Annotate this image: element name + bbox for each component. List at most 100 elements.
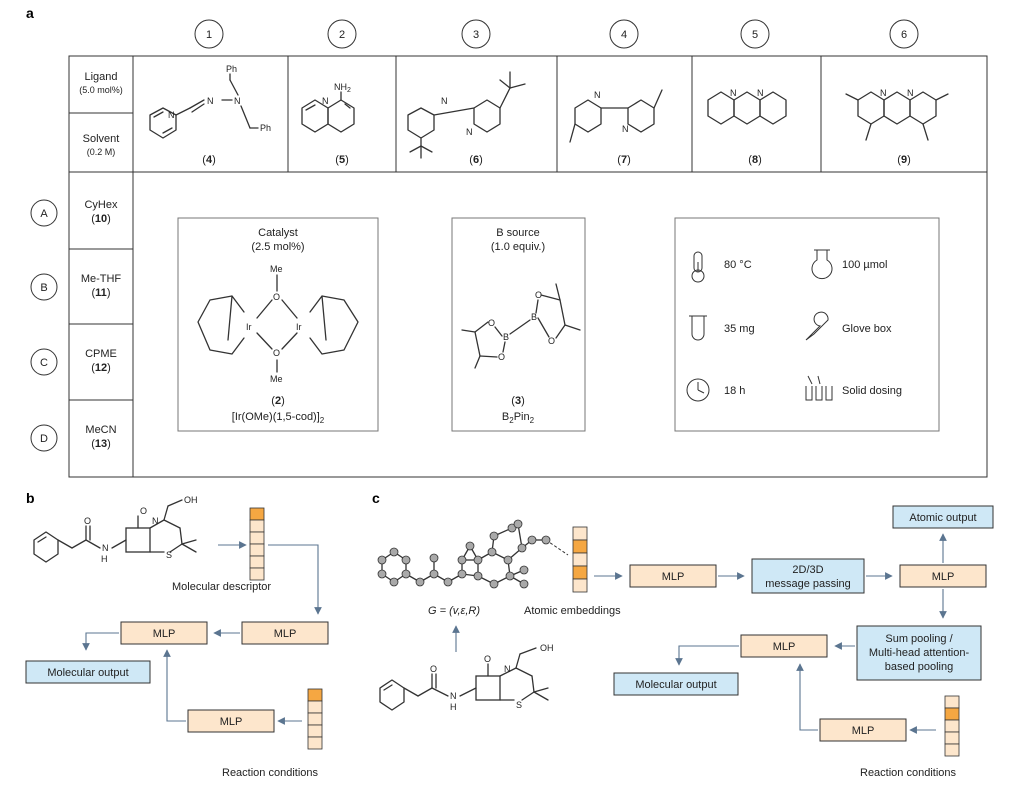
atom-label: O	[498, 352, 505, 362]
panel-c-molecule: O OH N S O N H	[379, 643, 554, 712]
panel-a-letter: a	[26, 5, 34, 21]
atom-label: O	[84, 516, 91, 526]
ligand-number-circles: 1 2 3 4 5 6	[194, 19, 919, 49]
condition-time: 18 h	[724, 385, 745, 397]
solvent-header: Solvent	[83, 133, 120, 145]
arrow	[796, 663, 818, 731]
solvent-name: Me-THF	[81, 273, 122, 285]
arrow	[82, 632, 119, 651]
solvent-header-sub: (0.2 M)	[87, 147, 116, 157]
atom-label: S	[516, 700, 522, 710]
condition-temperature: 80 °C	[724, 259, 752, 271]
atom-label: Ir	[296, 322, 302, 332]
atomic-embeddings-label: Atomic embeddings	[524, 605, 621, 617]
wrench-icon	[805, 311, 829, 341]
mlp-label: MLP	[773, 641, 796, 653]
test-tube-icon	[689, 315, 707, 341]
atomic-output-box: Atomic output	[892, 505, 994, 529]
molecular-graph	[377, 519, 569, 589]
molecular-output-c: Molecular output	[613, 672, 739, 696]
conditions-box: 80 °C 100 µmol 35 mg Glove box 18 h	[674, 217, 940, 432]
panel-b-letter: b	[26, 490, 35, 506]
mlp-label: MLP	[220, 716, 243, 728]
ligand-number-6: 6	[889, 19, 919, 49]
reaction-conditions-label-c: Reaction conditions	[860, 767, 957, 779]
condition-environment: Glove box	[842, 323, 892, 335]
atom-label: N	[441, 96, 448, 106]
ligand-id: (8)	[748, 154, 761, 166]
atom-label: N	[152, 516, 159, 526]
boron-loading: (1.0 equiv.)	[491, 241, 545, 253]
solvent-row-b: B Me-THF (11)	[30, 273, 122, 301]
atom-label: Ph	[226, 64, 237, 74]
atom-label: O	[535, 290, 542, 300]
atom-label: N	[730, 88, 737, 98]
atom-label: OH	[184, 495, 198, 505]
ligand-header-sub: (5.0 mol%)	[79, 85, 123, 95]
panel-c-letter: c	[372, 490, 380, 506]
ligand-7-structure: N N (7)	[569, 89, 663, 166]
atom-label: Me	[270, 264, 283, 274]
atom-label: N	[907, 88, 914, 98]
ligand-number-label: 2	[339, 29, 345, 41]
message-passing-line1: 2D/3D	[792, 564, 823, 576]
atom-label: N	[880, 88, 887, 98]
atom-label: N	[757, 88, 764, 98]
catalyst-loading: (2.5 mol%)	[251, 241, 304, 253]
boron-id: (3)	[511, 395, 524, 407]
atom-label: O	[273, 292, 280, 302]
ligand-id: (5)	[335, 154, 348, 166]
atom-label: H	[101, 554, 108, 564]
ligand-number-label: 4	[621, 29, 627, 41]
boron-source-box: B source (1.0 equiv.) B B O O O O (3) B2…	[451, 217, 586, 432]
ligand-5-structure: N NH2 (5)	[301, 82, 355, 166]
molecular-descriptor-label: Molecular descriptor	[172, 581, 271, 593]
atom-label: N	[322, 96, 329, 106]
atom-label: OH	[540, 643, 554, 653]
atom-label: N	[622, 124, 629, 134]
message-passing-box: 2D/3D message passing	[751, 558, 865, 594]
atom-label: Ph	[260, 123, 271, 133]
ligand-number-label: 1	[206, 29, 212, 41]
catalyst-formula: [Ir(OMe)(1,5-cod)]2	[232, 411, 325, 425]
ligand-number-label: 5	[752, 29, 758, 41]
atom-label: O	[140, 506, 147, 516]
atom-label: B	[531, 312, 537, 322]
solvent-id: (12)	[91, 362, 111, 374]
arrow	[675, 645, 739, 666]
atomic-embeddings-vector	[572, 526, 588, 593]
atom-label: N	[466, 127, 473, 137]
ligand-9-structure: N N (9)	[845, 88, 949, 166]
graph-notation: G = (v,ε,R)	[428, 605, 480, 617]
ligand-4-structure: N N N Ph Ph (4)	[149, 64, 271, 166]
reaction-conditions-vector-b	[307, 688, 323, 750]
ligand-id: (4)	[202, 154, 215, 166]
boron-title: B source	[496, 227, 539, 239]
solvent-name: CPME	[85, 348, 117, 360]
mlp-box-b-left: MLP	[120, 621, 208, 645]
atom-label: N	[450, 691, 457, 701]
mlp-box-c-third: MLP	[740, 634, 828, 658]
solvent-row-a: A CyHex (10)	[30, 199, 118, 227]
atom-label: N	[504, 664, 511, 674]
atom-label: O	[273, 348, 280, 358]
atom-label: NH2	[334, 82, 351, 94]
mlp-box-c-second: MLP	[899, 564, 987, 588]
atom-label: S	[166, 550, 172, 560]
message-passing-line2: message passing	[765, 578, 851, 590]
arrow	[163, 649, 186, 722]
ligand-id: (6)	[469, 154, 482, 166]
atom-label: H	[450, 702, 457, 712]
molecular-output-label: Molecular output	[47, 667, 128, 679]
solvent-letter: B	[40, 282, 47, 294]
atom-label: N	[168, 110, 175, 120]
pooling-line3: based pooling	[885, 661, 954, 673]
solvent-letter: A	[40, 208, 48, 220]
mlp-box-c-first: MLP	[629, 564, 717, 588]
atom-label: O	[484, 654, 491, 664]
solvent-row-c: C CPME (12)	[30, 348, 117, 376]
atom-label: O	[488, 318, 495, 328]
ligand-number-5: 5	[740, 19, 770, 49]
